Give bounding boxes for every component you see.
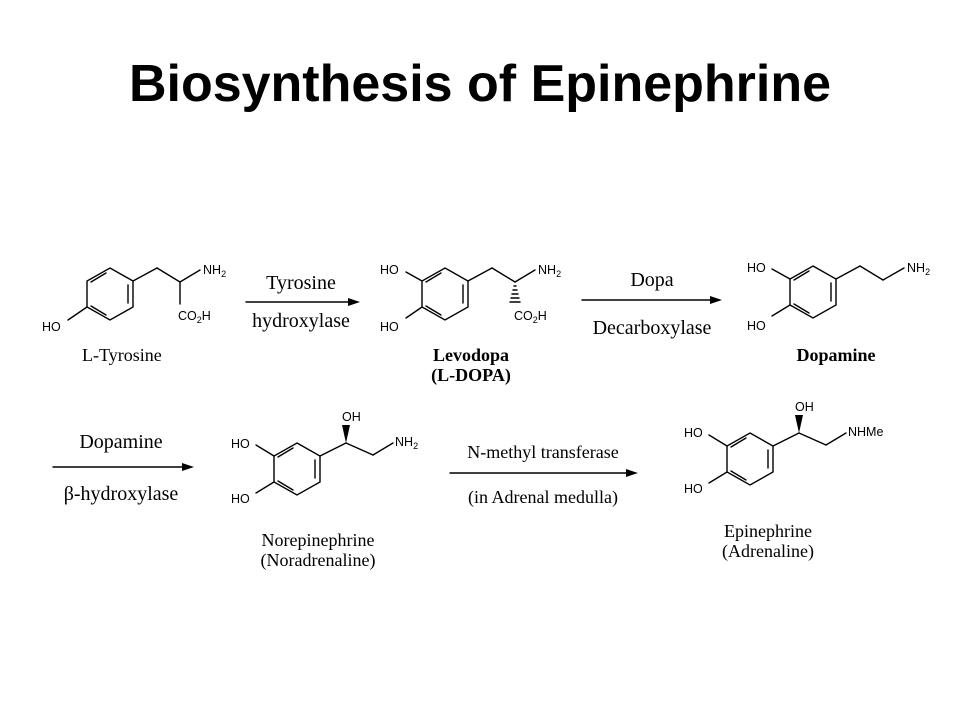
tyrosine-carboxyl-label: CO2H [178, 309, 211, 325]
levodopa-stereo-wedge [509, 285, 521, 303]
levodopa-carboxyl-label: CO2H [514, 309, 547, 325]
dopamine-amine-label: NH2 [907, 261, 930, 277]
tyrosine-amine-label: NH2 [203, 263, 226, 279]
dopamine-name: Dopamine [796, 345, 875, 365]
norepinephrine-stereo-wedge [342, 425, 350, 443]
norepinephrine-structure: OH HO HO NH2 [231, 410, 418, 506]
epinephrine-beta-hydroxyl-label: OH [795, 400, 814, 414]
tyrosine-ring [86, 267, 134, 321]
enzyme-dopamine-label: Dopamine [79, 431, 162, 453]
enzyme-dopa-label: Dopa [630, 269, 673, 291]
epinephrine-stereo-wedge [795, 415, 803, 433]
dopamine-hydroxyl-3-label: HO [747, 261, 766, 275]
ldopa-name: (L-DOPA) [431, 365, 511, 386]
epinephrine-methylamine-label: NHMe [848, 425, 883, 439]
enzyme-tyrosine-label: Tyrosine [266, 272, 336, 294]
dopamine-ring [789, 265, 837, 319]
epinephrine-hydroxyl-4-label: HO [684, 482, 703, 496]
arrow-dopamine-beta-hydroxylase [52, 463, 194, 471]
norepinephrine-amine-label: NH2 [395, 435, 418, 451]
arrow-dopa-decarboxylase [581, 296, 722, 304]
levodopa-structure: HO HO NH2 CO2H [380, 263, 561, 334]
levodopa-hydroxyl-3-label: HO [380, 263, 399, 277]
arrow-n-methyl-transferase [449, 469, 638, 477]
norepinephrine-name: Norepinephrine [262, 530, 375, 550]
norepinephrine-hydroxyl-4-label: HO [231, 492, 250, 506]
levodopa-ring [421, 267, 469, 321]
arrow-tyrosine-hydroxylase [245, 298, 360, 306]
levodopa-amine-label: NH2 [538, 263, 561, 279]
enzyme-hydroxylase-label: hydroxylase [252, 310, 350, 332]
epinephrine-structure: OH HO HO NHMe [684, 400, 883, 496]
dopamine-hydroxyl-4-label: HO [747, 319, 766, 333]
enzyme-beta-hydroxylase-label: β-hydroxylase [64, 483, 179, 505]
levodopa-hydroxyl-4-label: HO [380, 320, 399, 334]
tyrosine-hydroxyl-label: HO [42, 320, 61, 334]
norepinephrine-beta-hydroxyl-label: OH [342, 410, 361, 424]
tyrosine-structure: NH2 CO2H HO [42, 263, 226, 334]
noradrenaline-name: (Noradrenaline) [261, 550, 376, 571]
dopamine-structure: HO HO NH2 [747, 261, 930, 333]
enzyme-decarboxylase-label: Decarboxylase [593, 317, 712, 339]
norepinephrine-hydroxyl-3-label: HO [231, 437, 250, 451]
epinephrine-hydroxyl-3-label: HO [684, 426, 703, 440]
enzyme-n-methyl-transferase-label: N-methyl transferase [467, 442, 618, 462]
levodopa-name: Levodopa [433, 345, 509, 365]
tyrosine-name: L-Tyrosine [82, 345, 162, 365]
slide-title: Biosynthesis of Epinephrine [128, 55, 832, 113]
epinephrine-ring [726, 432, 774, 486]
enzyme-adrenal-medulla-label: (in Adrenal medulla) [468, 487, 618, 508]
adrenaline-name: (Adrenaline) [722, 541, 814, 562]
norepinephrine-ring [273, 442, 321, 496]
epinephrine-name: Epinephrine [724, 521, 812, 541]
